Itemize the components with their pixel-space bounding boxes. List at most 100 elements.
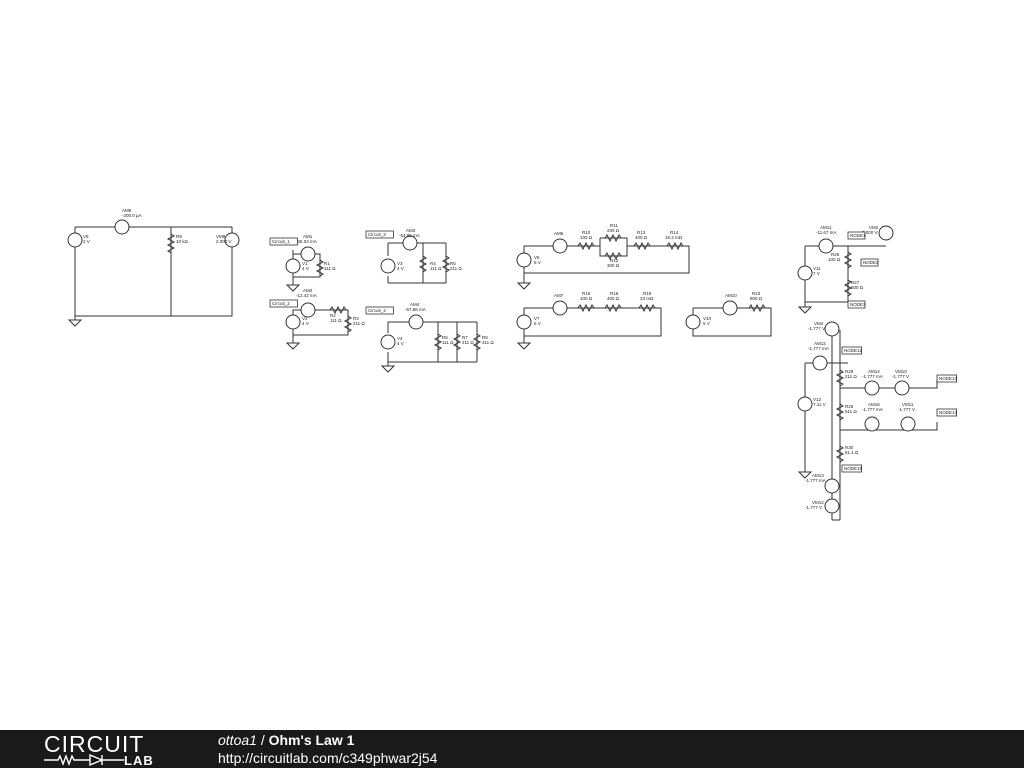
component-label: V4 [397, 336, 403, 341]
net-tag-label: NODE1 [850, 233, 866, 238]
component-label: 511 Ω [845, 409, 857, 414]
component-label: 200 Ω [607, 228, 620, 233]
component-label: R23 [752, 291, 761, 296]
component-label: 400 Ω [607, 296, 620, 301]
component-label: 111 Ω [324, 266, 336, 271]
component-label: V3 [397, 261, 403, 266]
component-label: AM4 [410, 302, 420, 307]
component-label: -200.0 µA [122, 213, 142, 218]
component-label: 100 Ω [828, 257, 841, 262]
component-label: 4 V [302, 321, 309, 326]
circuit-title[interactable]: Ohm's Law 1 [268, 732, 355, 748]
component-label: 211 Ω [353, 321, 365, 326]
component-label: AM1 [303, 234, 313, 239]
component-label: 111 Ω [442, 340, 454, 345]
component-label: VM2 [869, 225, 879, 230]
net-tag[interactable]: Circuit_3 [365, 230, 394, 239]
logo-wordmark-top: CIRCUIT [44, 731, 145, 757]
component-label: 10 kΩ [176, 239, 189, 244]
component-label: 4 V [397, 266, 404, 271]
component-label: 100 Ω [580, 296, 593, 301]
net-tag[interactable]: NODE3 [847, 300, 866, 309]
component-label: AM11 [820, 225, 832, 230]
component-label: R6 [442, 335, 448, 340]
logo-wordmark-bottom: LAB [124, 753, 154, 768]
net-tag[interactable]: NODE15 [841, 464, 863, 473]
net-tag-label: NODE12 [844, 348, 863, 353]
component-label: R9 [176, 234, 182, 239]
net-tag[interactable]: NODE14 [936, 408, 958, 417]
author-link[interactable]: ottoa1 [218, 732, 257, 748]
net-tag-label: NODE15 [844, 466, 863, 471]
component-label: 211 Ω [845, 374, 857, 379]
component-label: R5 [450, 261, 456, 266]
component-label: 5 V [534, 260, 541, 265]
meters [114, 219, 916, 514]
component-label: V10 [703, 316, 712, 321]
component-label: VM12 [812, 500, 824, 505]
component-label: V2 [302, 316, 308, 321]
component-label: -1.777 V [898, 407, 915, 412]
net-tag[interactable]: Circuit_2 [269, 299, 298, 308]
ground-symbols [67, 282, 813, 479]
component-label: 7 V [813, 271, 820, 276]
component-label: -1.777 V [892, 374, 909, 379]
component-label: 211 Ω [462, 340, 474, 345]
component-label: AM12 [814, 341, 826, 346]
component-label: V12 [813, 397, 822, 402]
component-label: AM9 [122, 208, 132, 213]
component-label: R16 [610, 291, 619, 296]
component-label: 33 mΩ [640, 296, 654, 301]
net-tag-label: NODE3 [850, 302, 866, 307]
circuit-byline: ottoa1 / Ohm's Law 1 [218, 732, 354, 748]
net-tag[interactable]: Circuit_1 [269, 237, 298, 246]
component-label: -12.42 mA [296, 293, 317, 298]
component-label: R14 [670, 230, 679, 235]
component-label: VM10 [895, 369, 907, 374]
component-label: -54.95 mA [399, 233, 420, 238]
component-label: 211 Ω [450, 266, 462, 271]
component-label: AM14 [868, 369, 880, 374]
component-label: R10 [582, 230, 591, 235]
component-label: R8 [482, 335, 488, 340]
net-tag[interactable]: NODE2 [860, 258, 879, 267]
component-label: -67.86 mA [405, 307, 426, 312]
component-label: R27 [851, 280, 860, 285]
component-label: 4 V [302, 266, 309, 271]
component-label: 81.1 Ω [845, 450, 859, 455]
component-label: VM9 [216, 234, 226, 239]
component-label: V11 [813, 266, 821, 271]
component-label: 500 Ω [851, 285, 864, 290]
component-label: AM7 [554, 293, 564, 298]
net-tag[interactable]: NODE1 [847, 231, 866, 240]
footer-bar: CIRCUIT LAB ottoa1 / Ohm's Law 1 http://… [0, 730, 1024, 768]
component-label: 400 Ω [635, 235, 648, 240]
component-label: 111 Ω [430, 266, 442, 271]
component-label: R2 [330, 313, 336, 318]
component-label: R12 [610, 258, 619, 263]
component-label: R11 [610, 223, 618, 228]
circuit-url[interactable]: http://circuitlab.com/c349phwar2j54 [218, 750, 438, 766]
component-label: 7.000 V [862, 230, 878, 235]
component-label: -1.777 V [808, 326, 825, 331]
component-label: R26 [831, 252, 840, 257]
net-tag[interactable]: NODE12 [841, 346, 863, 355]
resistors [166, 233, 853, 463]
component-label: AM3 [406, 228, 416, 233]
component-label: 16.2 mΩ [665, 235, 683, 240]
logo-resistor-diode-icon [44, 754, 124, 766]
net-tags[interactable]: Circuit_1Circuit_2Circuit_3Circuit_4NODE… [269, 230, 958, 473]
net-tag[interactable]: Circuit_4 [365, 306, 394, 315]
component-label: R1 [324, 261, 330, 266]
component-label: V1 [302, 261, 308, 266]
net-tag-label: Circuit_2 [272, 301, 290, 306]
net-tag-label: Circuit_3 [368, 232, 386, 237]
net-tag[interactable]: NODE13 [936, 374, 958, 383]
component-label: 111 Ω [330, 318, 342, 323]
component-label: VM11 [902, 402, 914, 407]
component-label: AM13 [812, 473, 824, 478]
circuitlab-logo[interactable]: CIRCUIT LAB [44, 731, 174, 768]
